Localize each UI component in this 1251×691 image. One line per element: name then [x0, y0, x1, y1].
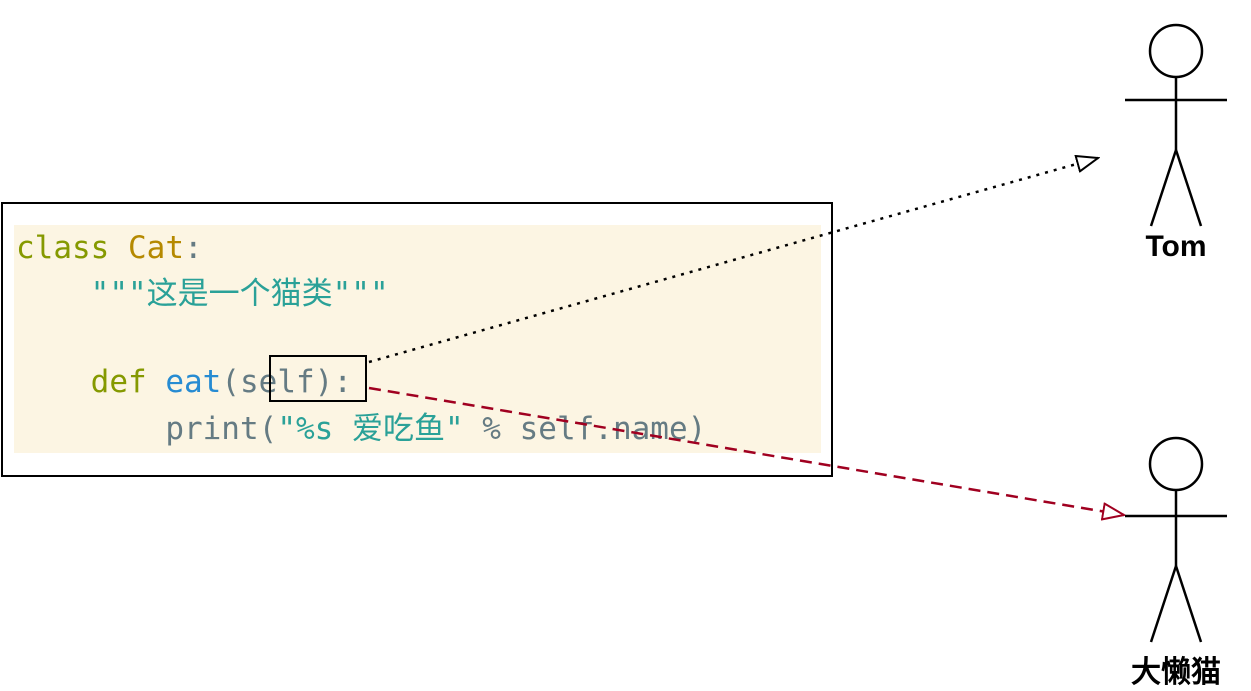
self-highlight-box — [269, 355, 367, 402]
class-name: Cat — [128, 230, 184, 266]
def-keyword: def — [90, 364, 147, 400]
print-function: print — [165, 411, 259, 447]
docstring: """这是一个猫类""" — [90, 276, 389, 312]
format-string: "%s 爱吃鱼" — [277, 411, 464, 447]
method-name: eat — [165, 364, 222, 400]
class-keyword: class — [16, 230, 110, 266]
lazy-cat-stick-figure-icon — [1125, 436, 1227, 643]
class-colon: : — [184, 230, 203, 266]
format-operator: % — [463, 411, 520, 447]
paren-close-colon: ): — [314, 364, 352, 400]
code-line-def: def eat(self): — [16, 362, 352, 402]
paren-open: ( — [221, 364, 240, 400]
self-param: self — [240, 364, 315, 400]
self-name-expr: self.name — [519, 411, 688, 447]
code-line-docstring: """这是一个猫类""" — [16, 274, 389, 314]
print-paren-open: ( — [258, 411, 278, 447]
lazy-cat-label: 大懒猫 — [1131, 656, 1221, 689]
tom-stick-figure-icon — [1125, 23, 1227, 227]
tom-label: Tom — [1145, 230, 1207, 263]
print-paren-close: ) — [687, 411, 707, 447]
code-line-class: class Cat: — [16, 228, 203, 268]
code-line-print: print("%s 爱吃鱼" % self.name) — [16, 409, 706, 449]
